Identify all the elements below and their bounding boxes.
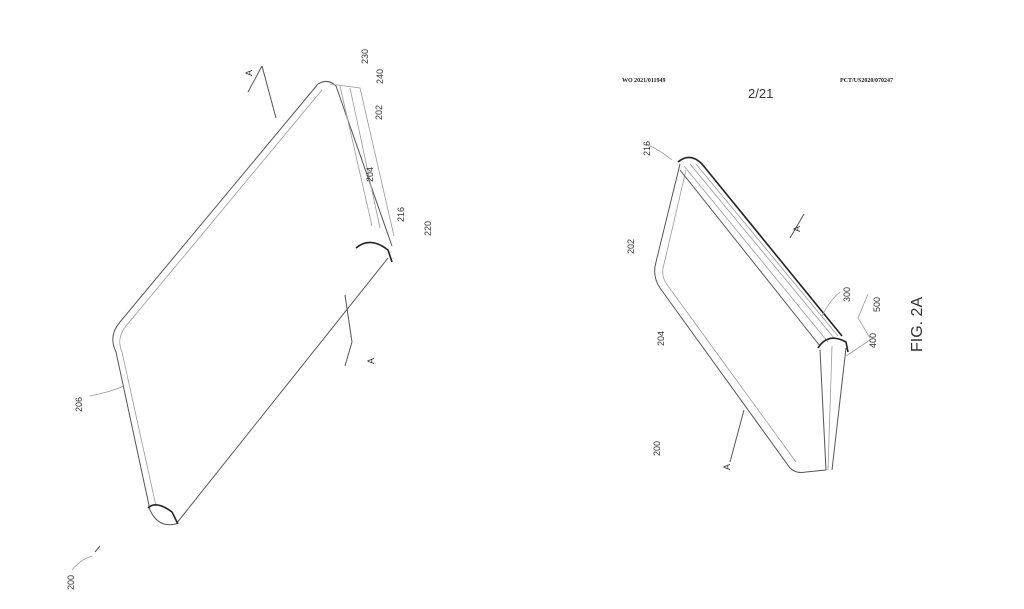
- publication-number: WO 2021/011949: [622, 78, 666, 84]
- section-a-bottom: A: [366, 358, 376, 364]
- ref-202: 202: [626, 239, 636, 254]
- ref-220: 220: [423, 221, 433, 236]
- ref-204: 204: [365, 167, 375, 182]
- ref-202: 202: [374, 105, 384, 120]
- ref-230: 230: [360, 49, 370, 64]
- ref-200: 200: [652, 441, 662, 456]
- ref-200: 200: [66, 575, 76, 590]
- ref-216: 216: [642, 141, 652, 156]
- right-device-drawing: [645, 143, 871, 473]
- ref-240: 240: [375, 69, 385, 84]
- ref-216: 216: [396, 207, 406, 222]
- ref-300: 300: [842, 287, 852, 302]
- left-device-labels: 230 240 202 204 216 220 A A 206 200: [66, 49, 433, 590]
- left-device-drawing: [71, 65, 395, 571]
- figure-label: FIG. 2A: [909, 297, 926, 352]
- ref-206: 206: [74, 397, 84, 412]
- ref-204: 204: [656, 331, 666, 346]
- section-a-bottom: A: [722, 464, 732, 470]
- ref-400: 400: [868, 333, 878, 348]
- section-a-top: A: [244, 70, 254, 76]
- page-number: 2/21: [748, 86, 773, 101]
- application-number: PCT/US2020/070247: [840, 78, 893, 84]
- right-device-labels: 216 202 204 200 A A 300 500 400: [626, 141, 882, 470]
- ref-500: 500: [872, 297, 882, 312]
- section-a-top: A: [792, 226, 802, 232]
